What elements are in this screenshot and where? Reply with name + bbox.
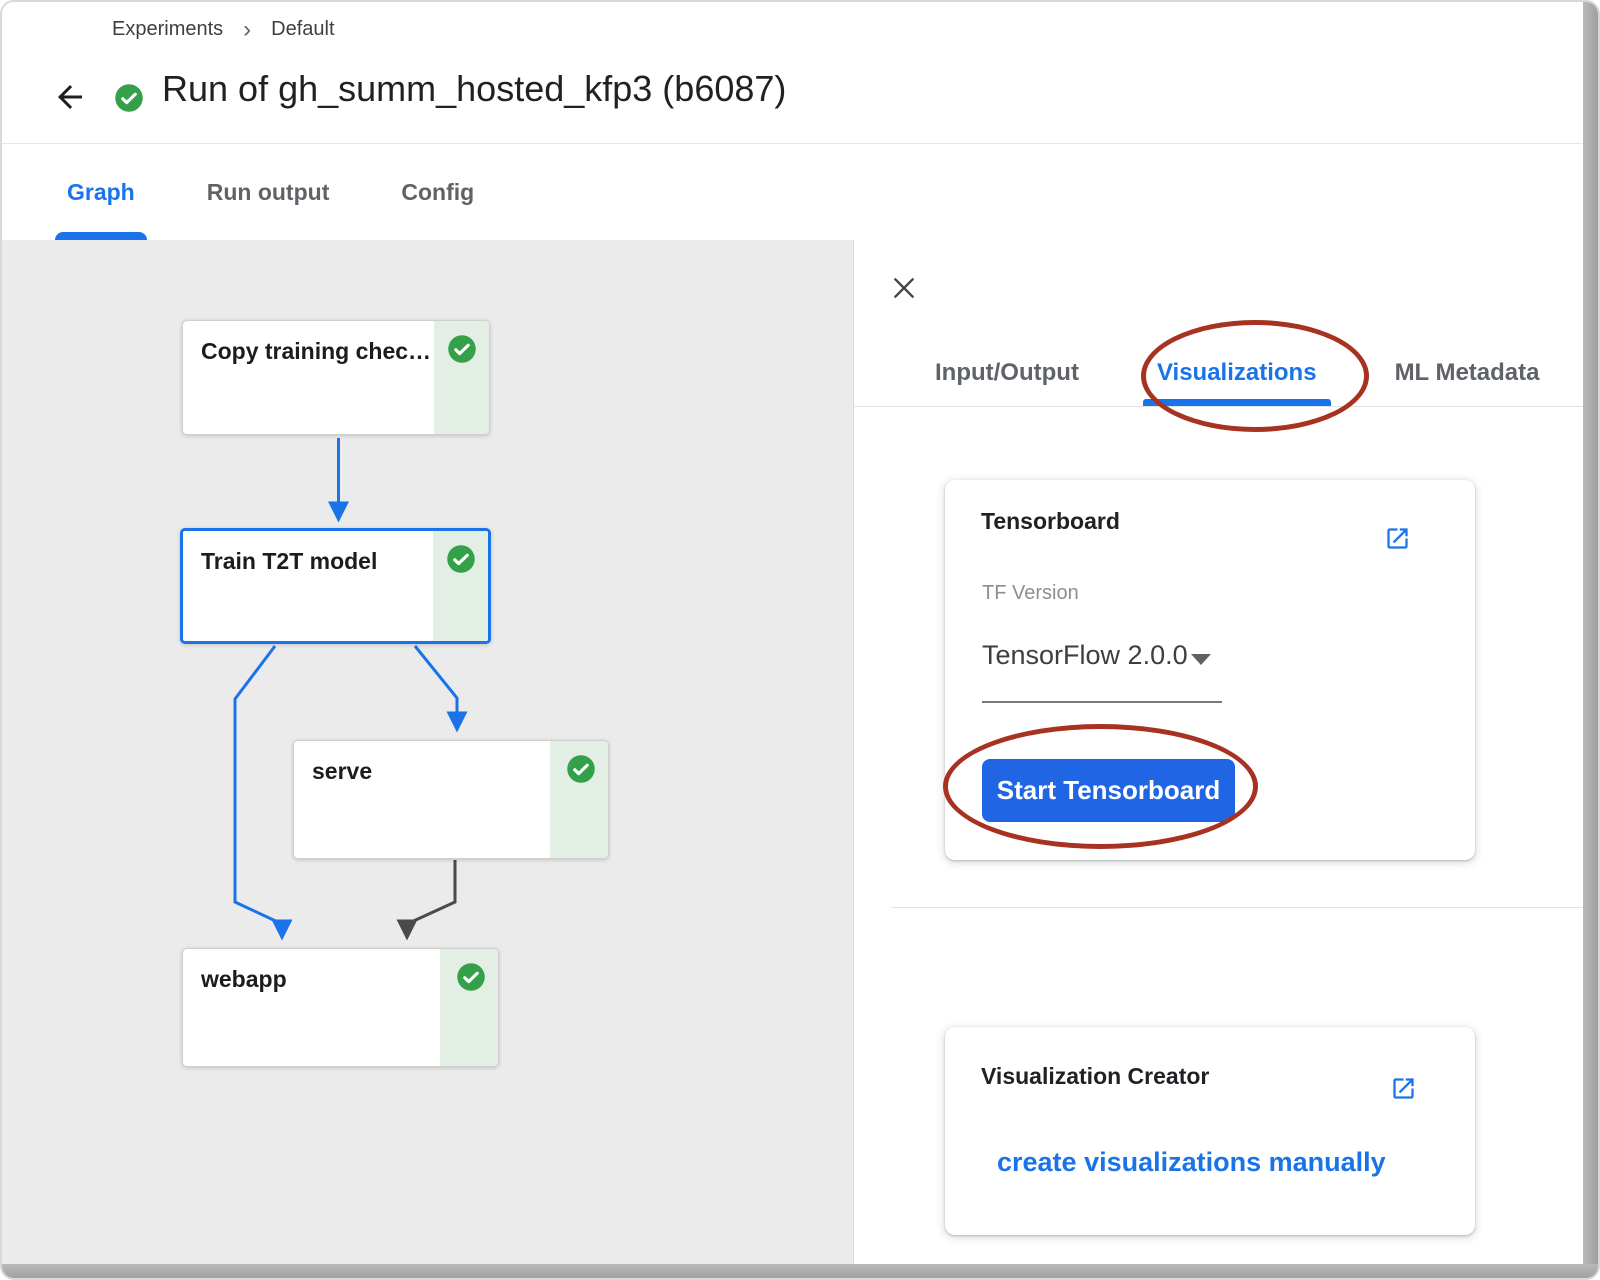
header: Experiments › Default Run of gh_summ_hos…: [2, 2, 1598, 144]
graph-node-copy-training-checkpoint[interactable]: Copy training chec…: [182, 320, 490, 435]
visualization-creator-card: Visualization Creator create visualizati…: [945, 1027, 1475, 1235]
tab-visualizations-label: Visualizations: [1156, 359, 1317, 386]
tab-config-label: Config: [401, 178, 475, 205]
vertical-scrollbar[interactable]: [1583, 2, 1598, 1278]
back-button[interactable]: [50, 78, 90, 118]
run-success-check-icon: [114, 83, 144, 113]
visualization-creator-title: Visualization Creator: [981, 1063, 1210, 1089]
tf-version-select[interactable]: TensorFlow 2.0.0: [982, 640, 1188, 670]
title-row: Run of gh_summ_hosted_kfp3 (b6087): [2, 68, 1598, 130]
check-circle-icon: [457, 963, 485, 991]
tab-run-output-label: Run output: [206, 178, 330, 205]
page-title: Run of gh_summ_hosted_kfp3 (b6087): [162, 68, 787, 109]
check-circle-icon: [567, 755, 595, 783]
close-panel-button[interactable]: [887, 272, 921, 306]
arrow-left-icon: [58, 84, 82, 109]
tab-graph[interactable]: Graph: [55, 144, 147, 240]
pipeline-graph-canvas[interactable]: Copy training chec… Train T2T model serv…: [2, 240, 853, 1264]
check-circle-icon: [447, 545, 475, 573]
graph-node-train-t2t-model[interactable]: Train T2T model: [180, 528, 491, 644]
node-label: Copy training chec…: [201, 338, 432, 364]
node-detail-panel: Input/Output Visualizations ML Metadata …: [853, 240, 1598, 1264]
breadcrumb-default[interactable]: Default: [271, 18, 335, 40]
tab-graph-label: Graph: [67, 178, 135, 205]
open-tensorboard-external-button[interactable]: [1383, 525, 1411, 553]
tab-input-output-label: Input/Output: [935, 359, 1079, 386]
active-tab-underline: [1142, 399, 1331, 406]
detail-tab-bar: Input/Output Visualizations ML Metadata: [854, 340, 1583, 407]
graph-node-serve[interactable]: serve: [293, 740, 609, 859]
tab-run-output[interactable]: Run output: [207, 144, 330, 240]
tab-visualizations[interactable]: Visualizations: [1142, 340, 1331, 406]
node-label: serve: [312, 758, 373, 784]
horizontal-scrollbar[interactable]: [2, 1264, 1598, 1278]
open-in-new-icon: [1392, 1078, 1414, 1099]
main-tab-bar: Graph Run output Config: [2, 144, 1598, 240]
open-visualization-creator-button[interactable]: [1389, 1075, 1417, 1103]
panel-divider: [891, 907, 1588, 908]
dropdown-underline: [982, 701, 1222, 703]
tensorboard-card: Tensorboard TF Version TensorFlow 2.0.0 …: [945, 480, 1475, 860]
node-label: webapp: [201, 966, 287, 992]
graph-node-webapp[interactable]: webapp: [182, 948, 499, 1067]
breadcrumb-separator-icon: ›: [243, 15, 252, 43]
tab-ml-metadata-label: ML Metadata: [1394, 359, 1540, 386]
dropdown-caret-icon[interactable]: [1191, 654, 1211, 665]
graph-edges: [233, 438, 468, 941]
create-visualizations-link[interactable]: create visualizations manually: [997, 1147, 1386, 1177]
open-in-new-icon: [1386, 528, 1408, 549]
breadcrumb: Experiments › Default: [112, 15, 335, 43]
node-label: Train T2T model: [201, 548, 378, 574]
start-tensorboard-button[interactable]: Start Tensorboard: [982, 759, 1235, 822]
check-circle-icon: [448, 335, 476, 363]
tf-version-label: TF Version: [982, 582, 1079, 604]
breadcrumb-experiments[interactable]: Experiments: [112, 18, 224, 40]
tab-input-output[interactable]: Input/Output: [935, 340, 1079, 406]
active-tab-underline: [55, 232, 147, 240]
close-icon: [894, 278, 914, 298]
tab-ml-metadata[interactable]: ML Metadata: [1395, 340, 1540, 406]
tensorboard-card-title: Tensorboard: [981, 508, 1120, 534]
tab-config[interactable]: Config: [401, 144, 474, 240]
